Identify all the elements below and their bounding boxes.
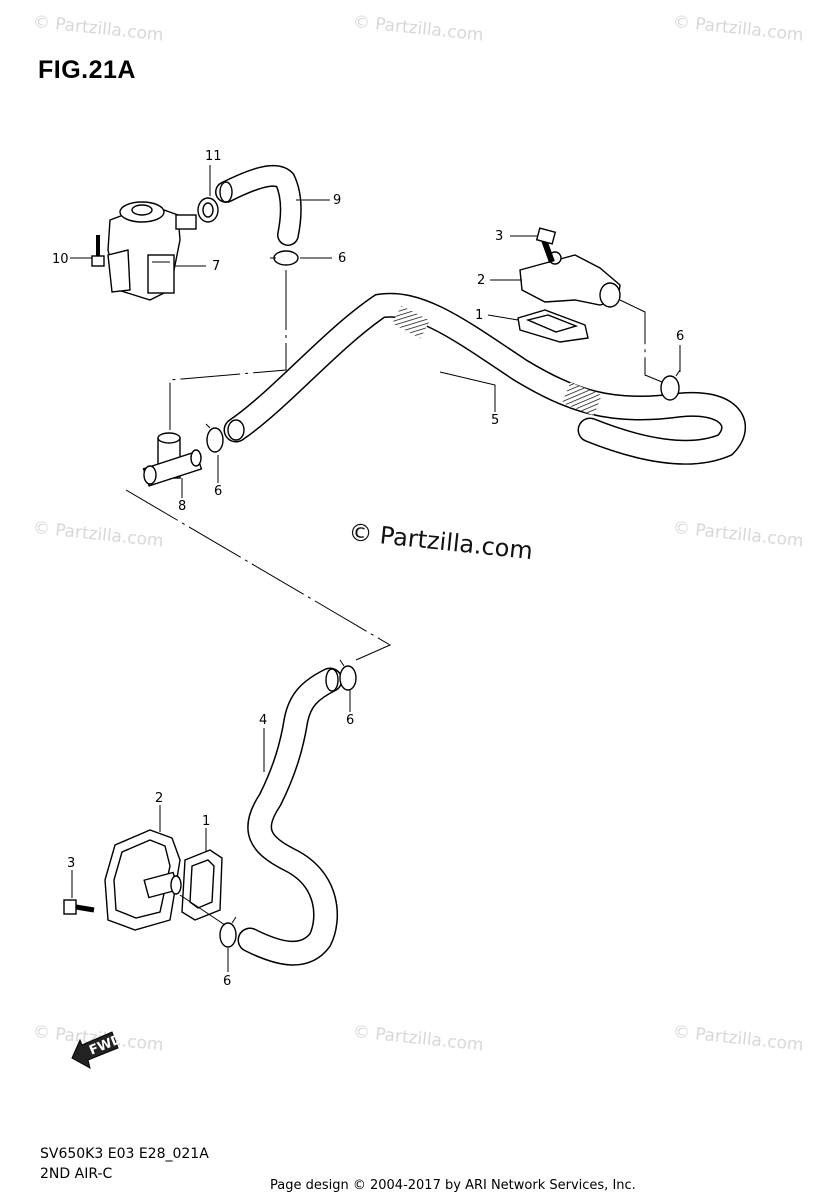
clamp-6 bbox=[270, 250, 299, 266]
connection-line bbox=[619, 299, 663, 383]
callout-10: 10 bbox=[52, 252, 69, 267]
clamp-11 bbox=[197, 197, 219, 223]
callout-6: 6 bbox=[223, 974, 231, 989]
callout-2: 2 bbox=[155, 791, 163, 806]
hose-grip-texture bbox=[392, 305, 430, 339]
clamp-6 bbox=[660, 369, 681, 401]
union-8 bbox=[142, 432, 203, 487]
connection-line bbox=[125, 489, 392, 661]
clamp-6 bbox=[219, 916, 237, 948]
hose-9 bbox=[215, 165, 302, 246]
clamp-6 bbox=[205, 423, 224, 453]
bolt-3 bbox=[63, 899, 95, 915]
callout-6: 6 bbox=[214, 484, 222, 499]
callout-9: 9 bbox=[333, 193, 341, 208]
hose-5 bbox=[223, 292, 746, 465]
clamp-6 bbox=[339, 659, 357, 691]
callout-6: 6 bbox=[338, 251, 346, 266]
callout-4: 4 bbox=[259, 713, 267, 728]
footer-copyright: Page design © 2004-2017 by ARI Network S… bbox=[270, 1178, 636, 1193]
reed-valve-cover-2 bbox=[519, 251, 621, 308]
callout-7: 7 bbox=[212, 259, 220, 274]
figure-title: FIG.21A bbox=[38, 56, 136, 84]
diagram-name: 2ND AIR-C bbox=[40, 1166, 113, 1182]
control-valve-7 bbox=[107, 201, 197, 301]
callout-6: 6 bbox=[676, 329, 684, 344]
connection-line bbox=[169, 270, 287, 430]
callout-11: 11 bbox=[205, 149, 222, 164]
connection-line bbox=[179, 894, 226, 926]
reed-valve-1 bbox=[517, 309, 589, 343]
callout-1: 1 bbox=[475, 308, 483, 323]
screw-10 bbox=[91, 235, 105, 267]
callout-5: 5 bbox=[491, 413, 499, 428]
callout-3: 3 bbox=[495, 229, 503, 244]
reed-valve-cover-2 bbox=[104, 829, 182, 931]
hose-4 bbox=[237, 667, 343, 966]
fwd-arrow-icon: FWD bbox=[71, 1031, 125, 1069]
callout-1: 1 bbox=[202, 814, 210, 829]
callout-8: 8 bbox=[178, 499, 186, 514]
diagram-code: SV650K3 E03 E28_021A bbox=[40, 1146, 209, 1162]
callout-2: 2 bbox=[477, 273, 485, 288]
leader-line bbox=[487, 314, 519, 321]
hose-grip-texture bbox=[562, 382, 602, 416]
bolt-3 bbox=[535, 227, 557, 264]
callout-3: 3 bbox=[67, 856, 75, 871]
callout-6: 6 bbox=[346, 713, 354, 728]
leader-line bbox=[439, 371, 496, 412]
